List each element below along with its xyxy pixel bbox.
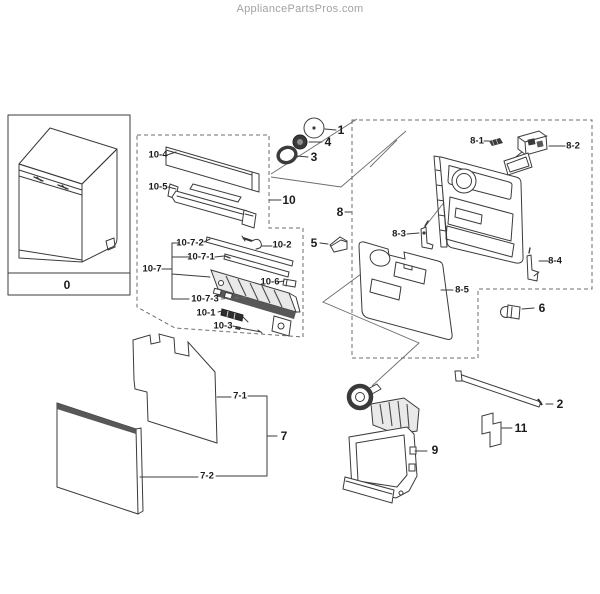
part-8-inner-door xyxy=(433,155,524,264)
part-label-8[interactable]: 8 xyxy=(336,205,344,219)
part-label-0[interactable]: 0 xyxy=(63,278,71,292)
part-label-8-3[interactable]: 8-3 xyxy=(392,228,406,240)
part-label-10-6[interactable]: 10-6 xyxy=(260,276,280,288)
part-label-8-2[interactable]: 8-2 xyxy=(566,140,580,152)
part-10-5-door-handle xyxy=(167,183,257,229)
group-box-8 xyxy=(351,119,593,359)
part-5-wedge xyxy=(329,236,348,253)
part-label-4[interactable]: 4 xyxy=(324,135,332,149)
part-8-1-screw xyxy=(489,138,503,146)
part-label-7-1[interactable]: 7-1 xyxy=(233,390,247,402)
projection-lines xyxy=(270,118,450,387)
part-8-4-hinge-bracket xyxy=(526,247,540,282)
part-8-5-insulation-panel xyxy=(358,241,453,340)
part-label-10-7-2[interactable]: 10-7-2 xyxy=(176,237,204,249)
part-11-bracket xyxy=(481,412,502,448)
part-label-3[interactable]: 3 xyxy=(310,150,318,164)
ref-box-0-drawing xyxy=(7,114,131,296)
part-2-trim-strip xyxy=(454,370,543,408)
part-10-3-screw xyxy=(235,326,263,334)
site-watermark: AppliancePartsPros.com xyxy=(236,3,364,15)
part-label-10-7-3[interactable]: 10-7-3 xyxy=(191,293,219,305)
part-label-7-2[interactable]: 7-2 xyxy=(200,470,214,482)
part-10-1-display-strip xyxy=(220,308,249,323)
part-10-4-handle-trim xyxy=(165,146,260,193)
part-label-10-5[interactable]: 10-5 xyxy=(148,181,168,193)
part-10-2-screw-hook xyxy=(241,235,262,250)
part-label-7[interactable]: 7 xyxy=(280,429,288,443)
part-9-dispenser xyxy=(342,383,420,504)
part-3-seal-ring xyxy=(276,145,298,165)
part-label-8-5[interactable]: 8-5 xyxy=(455,284,469,296)
part-label-10[interactable]: 10 xyxy=(282,193,296,207)
part-label-10-1[interactable]: 10-1 xyxy=(196,307,216,319)
part-8-2-control-module xyxy=(511,130,548,161)
part-label-1[interactable]: 1 xyxy=(337,123,345,137)
part-label-2[interactable]: 2 xyxy=(556,397,564,411)
part-8-display-window xyxy=(503,152,533,176)
part-10-6-clip xyxy=(282,278,297,288)
part-4-nut xyxy=(292,134,308,150)
part-8-3-latch xyxy=(420,220,434,250)
group-box-10 xyxy=(136,134,304,338)
part-6-clip xyxy=(500,304,521,320)
part-7-2-outer-door-panel xyxy=(56,402,144,515)
part-label-10-7-1[interactable]: 10-7-1 xyxy=(187,251,215,263)
part-label-8-4[interactable]: 8-4 xyxy=(548,255,562,267)
part-label-11[interactable]: 11 xyxy=(514,421,528,435)
part-10-7-3-control-panel xyxy=(210,269,301,337)
part-label-10-4[interactable]: 10-4 xyxy=(148,149,168,161)
callout-connectors xyxy=(139,128,566,478)
part-label-5[interactable]: 5 xyxy=(310,236,318,250)
part-10-7-1-strip xyxy=(223,253,290,278)
part-label-10-3[interactable]: 10-3 xyxy=(213,320,233,332)
part-1-cap xyxy=(303,117,325,139)
part-7-1-insulation xyxy=(132,333,218,444)
part-label-9[interactable]: 9 xyxy=(431,443,439,457)
part-label-10-2[interactable]: 10-2 xyxy=(272,239,292,251)
part-label-6[interactable]: 6 xyxy=(538,301,546,315)
part-label-8-1[interactable]: 8-1 xyxy=(470,135,484,147)
part-label-10-7[interactable]: 10-7 xyxy=(142,263,162,275)
